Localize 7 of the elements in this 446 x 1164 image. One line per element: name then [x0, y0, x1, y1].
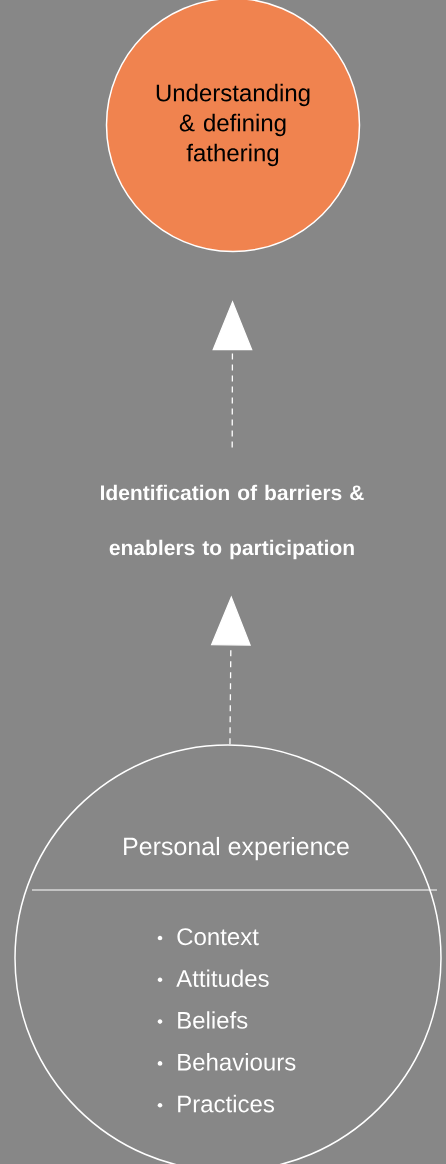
- list-item: Behaviours: [178, 1053, 296, 1071]
- list-item: Attitudes: [176, 969, 269, 988]
- list-item: Context: [177, 928, 259, 946]
- heading-text: Identification of barriers & enablers to participation: [101, 484, 364, 560]
- list-item: Practices: [178, 1094, 274, 1113]
- heading-text: Personal experience: [124, 836, 349, 861]
- list-item: Beliefs: [178, 1011, 248, 1029]
